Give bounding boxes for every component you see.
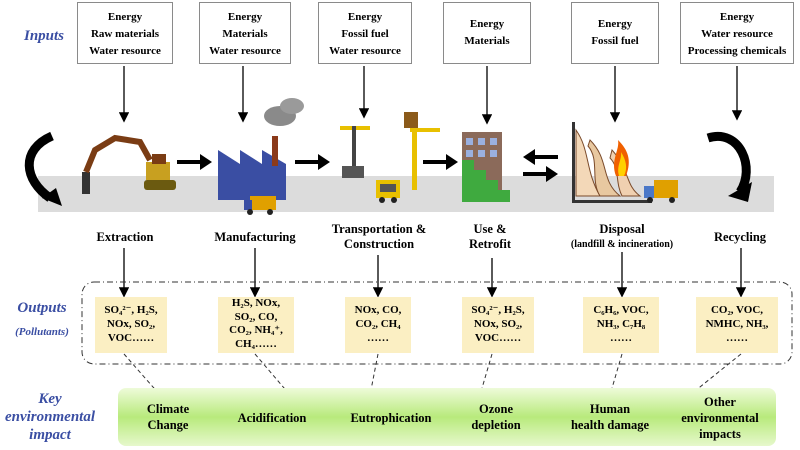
stage-use: Use & Retrofit bbox=[468, 222, 512, 251]
impact-line: Acidification bbox=[237, 411, 307, 425]
pollutant-box-recycling: CO₂, VOC, NMHC, NH₃, …… bbox=[696, 297, 778, 353]
input-item: Energy bbox=[719, 11, 755, 23]
input-item: Water resource bbox=[701, 28, 773, 40]
impact-human-health: Human health damage bbox=[558, 401, 662, 433]
input-item: Energy bbox=[347, 11, 383, 23]
excavator-icon bbox=[82, 134, 176, 194]
impact-climate-change: Climate Change bbox=[128, 401, 208, 433]
pollutants-label: (Pollutants) bbox=[15, 326, 69, 338]
loop-arrow-right bbox=[706, 131, 751, 195]
impact-other: Other environmental impacts bbox=[672, 394, 768, 442]
pollutant-line: SO₄²⁻, H₂S, bbox=[104, 304, 158, 316]
pollutant-line: …… bbox=[610, 332, 632, 344]
impact-line: health damage bbox=[570, 418, 650, 432]
input-box-recycling: Energy Water resource Processing chemica… bbox=[680, 2, 794, 64]
pollutant-line: CO₂, VOC, bbox=[710, 304, 764, 316]
input-box-transportation: Energy Fossil fuel Water resource bbox=[318, 2, 412, 64]
input-item: Fossil fuel bbox=[341, 28, 389, 40]
key-impact-line: environmental bbox=[4, 409, 95, 425]
stage-extraction: Extraction bbox=[96, 230, 154, 244]
impact-line: Climate bbox=[146, 402, 190, 416]
input-item: Energy bbox=[107, 11, 143, 23]
factory-icon bbox=[218, 98, 304, 215]
input-item: Fossil fuel bbox=[591, 35, 639, 47]
input-item: Water resource bbox=[89, 45, 161, 57]
pollutant-line: SO₂, CO, bbox=[234, 310, 278, 323]
impact-acidification: Acidification bbox=[222, 410, 322, 426]
pollutant-line: SO₄²⁻, H₂S, bbox=[471, 304, 525, 316]
input-item: Energy bbox=[469, 18, 505, 30]
impact-line: depletion bbox=[471, 418, 521, 432]
stage-manufacturing: Manufacturing bbox=[214, 230, 296, 244]
input-item: Water resource bbox=[209, 45, 281, 57]
crane-icon bbox=[340, 112, 440, 203]
impact-line: impacts bbox=[699, 427, 741, 441]
input-item: Materials bbox=[464, 35, 510, 47]
outputs-dashed-box bbox=[81, 281, 793, 365]
input-item: Water resource bbox=[329, 45, 401, 57]
building-icon bbox=[462, 132, 510, 202]
pollutant-box-use: SO₄²⁻, H₂S, NOx, SO₂, VOC…… bbox=[462, 297, 534, 353]
stage-recycling: Recycling bbox=[713, 230, 767, 244]
pollutant-line: C₆H₆, VOC, bbox=[593, 304, 649, 316]
input-item: Energy bbox=[597, 18, 633, 30]
stage-disposal: Disposal (landfill & incineration) bbox=[552, 222, 692, 252]
impact-line: Human bbox=[589, 402, 631, 416]
input-item: Raw materials bbox=[90, 28, 160, 40]
pollutant-box-manufacturing: H₂S, NOx, SO₂, CO, CO₂, NH₄⁺, CH₄…… bbox=[218, 297, 294, 353]
pollutant-line: …… bbox=[726, 332, 748, 344]
impact-band bbox=[118, 388, 776, 446]
pollutant-line: H₂S, NOx, bbox=[231, 297, 281, 309]
pollutant-line: NOx, SO₂, bbox=[473, 318, 523, 330]
landfill-icon bbox=[572, 122, 678, 203]
pollutant-box-extraction: SO₄²⁻, H₂S, NOx, SO₂, VOC…… bbox=[95, 297, 167, 353]
impact-line: Ozone bbox=[478, 402, 514, 416]
loop-arrow-left bbox=[24, 131, 55, 202]
pollutant-line: CO₂, NH₄⁺, bbox=[229, 324, 283, 336]
pollutant-line: NH₃, C₇H₈ bbox=[596, 318, 646, 330]
pollutant-line: …… bbox=[367, 332, 389, 344]
input-box-extraction: Energy Raw materials Water resource bbox=[77, 2, 173, 64]
pollutant-line: VOC…… bbox=[474, 332, 522, 344]
input-box-disposal: Energy Fossil fuel bbox=[571, 2, 659, 64]
pollutant-line: VOC…… bbox=[107, 332, 155, 344]
pollutant-box-disposal: C₆H₆, VOC, NH₃, C₇H₈ …… bbox=[583, 297, 659, 353]
inputs-label: Inputs bbox=[23, 28, 65, 44]
stage-disposal-sub: (landfill & incineration) bbox=[570, 239, 674, 250]
key-impact-label: Key environmental impact bbox=[0, 390, 100, 444]
outputs-label: Outputs bbox=[17, 300, 67, 316]
pollutant-line: NMHC, NH₃, bbox=[705, 318, 769, 330]
input-box-manufacturing: Energy Materials Water resource bbox=[199, 2, 291, 64]
key-impact-line: impact bbox=[29, 427, 71, 443]
input-item: Energy bbox=[227, 11, 263, 23]
impact-ozone-depletion: Ozone depletion bbox=[456, 401, 536, 433]
input-box-use: Energy Materials bbox=[443, 2, 531, 64]
stage-disposal-label: Disposal bbox=[599, 222, 645, 236]
impact-line: Other bbox=[704, 395, 736, 409]
flow-arrows bbox=[177, 149, 558, 182]
pollutant-line: CO₂, CH₄ bbox=[355, 318, 401, 330]
impact-line: Eutrophication bbox=[350, 411, 432, 425]
key-impact-line: Key bbox=[38, 391, 62, 407]
pollutant-line: NOx, SO₂, bbox=[106, 318, 156, 330]
impact-line: Change bbox=[147, 418, 189, 432]
impact-line: environmental bbox=[681, 411, 759, 425]
input-item: Materials bbox=[222, 28, 268, 40]
input-item: Processing chemicals bbox=[687, 45, 787, 57]
pollutant-line: NOx, CO, bbox=[354, 304, 402, 316]
impact-eutrophication: Eutrophication bbox=[336, 410, 446, 426]
stage-transportation: Transportation & Construction bbox=[331, 222, 427, 251]
pollutant-line: CH₄…… bbox=[235, 337, 277, 350]
pollutant-box-transportation: NOx, CO, CO₂, CH₄ …… bbox=[345, 297, 411, 353]
